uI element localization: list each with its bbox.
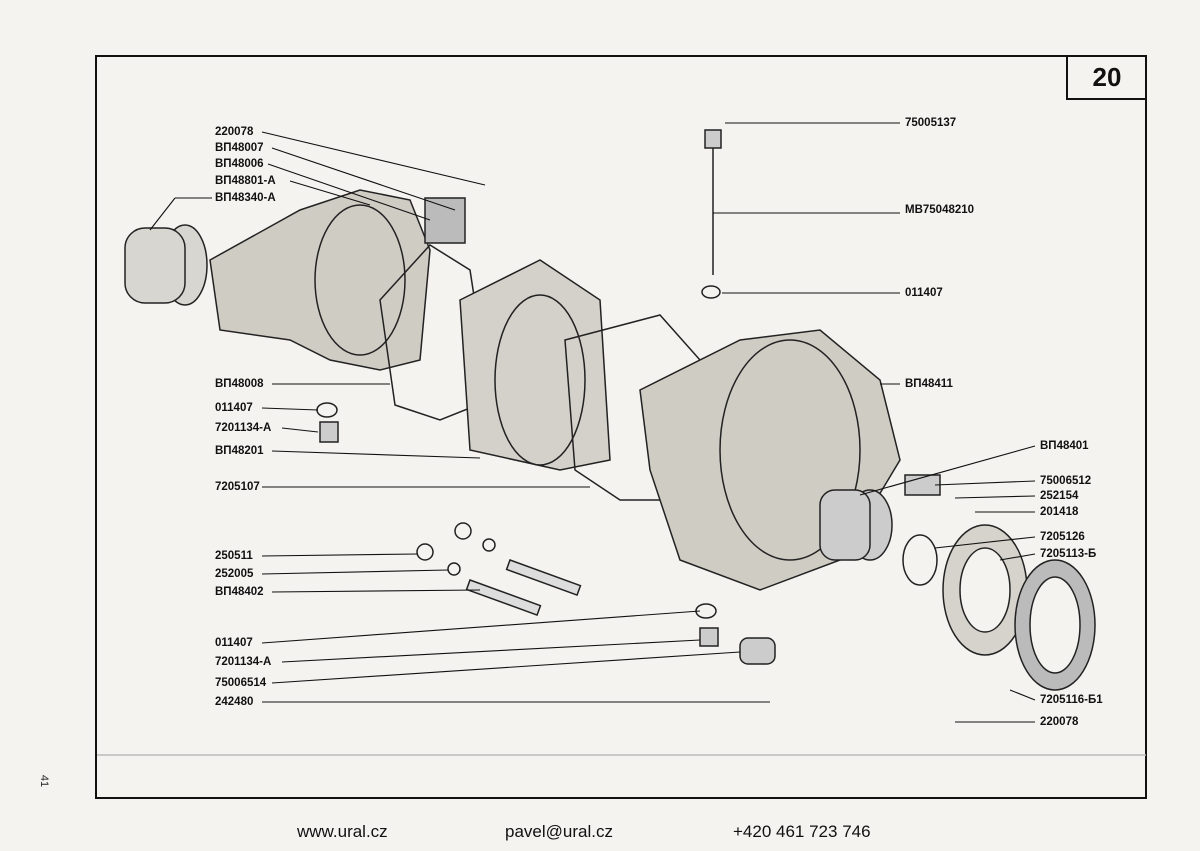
website-link[interactable]: www.ural.cz xyxy=(297,822,388,841)
part-label: 250511 xyxy=(215,550,253,562)
email-link[interactable]: pavel@ural.cz xyxy=(505,822,613,841)
part-label: 75006512 xyxy=(1040,475,1092,487)
part-label: 252005 xyxy=(215,568,254,580)
part-label: 7205116-Б1 xyxy=(1040,694,1103,706)
phone-number: +420 461 723 746 xyxy=(733,822,871,841)
part-label: ВП48006 xyxy=(215,158,264,170)
housing-cover-part xyxy=(209,189,431,371)
part-label: ВП48008 xyxy=(215,378,264,390)
part-label: 252154 xyxy=(1040,490,1079,502)
part-label: ВП48402 xyxy=(215,586,264,598)
part-label: 201418 xyxy=(1040,506,1079,518)
part-label: ВП48007 xyxy=(215,142,264,154)
part-label: ВП48801-А xyxy=(215,175,276,187)
seal-ring-part xyxy=(942,524,1028,656)
leader-lines xyxy=(149,122,1036,723)
part-label: 011407 xyxy=(215,402,253,414)
lock-ring-part xyxy=(1014,559,1096,691)
page-number: 20 xyxy=(1066,57,1146,100)
part-label: 242480 xyxy=(215,696,254,708)
part-label: 7201134-А xyxy=(215,656,272,668)
threaded-sleeve-part xyxy=(819,489,893,561)
part-label: 220078 xyxy=(215,126,254,138)
bushing-part xyxy=(124,224,208,306)
part-label: 7205126 xyxy=(1040,531,1085,543)
part-label: 75005137 xyxy=(905,117,957,129)
o-ring-part xyxy=(902,534,938,586)
studs-part xyxy=(465,559,582,617)
flange-housing-part xyxy=(459,259,611,471)
part-label: 7205107 xyxy=(215,481,260,493)
part-label: ВП48340-А xyxy=(215,192,276,204)
nut-part xyxy=(454,522,472,540)
diagram-frame xyxy=(95,55,1147,799)
part-label: 011407 xyxy=(215,637,253,649)
part-label: ВП48201 xyxy=(215,445,264,457)
dipstick-part xyxy=(701,129,722,299)
part-label: МВ75048210 xyxy=(905,204,975,216)
part-label: ВП48401 xyxy=(1040,440,1089,452)
part-label: 75006514 xyxy=(215,677,267,689)
part-label: 7205113-Б xyxy=(1040,548,1097,560)
part-label: 7201134-А xyxy=(215,422,272,434)
part-label: ВП48411 xyxy=(905,378,953,390)
part-label: 220078 xyxy=(1040,716,1079,728)
part-label: 011407 xyxy=(905,287,943,299)
